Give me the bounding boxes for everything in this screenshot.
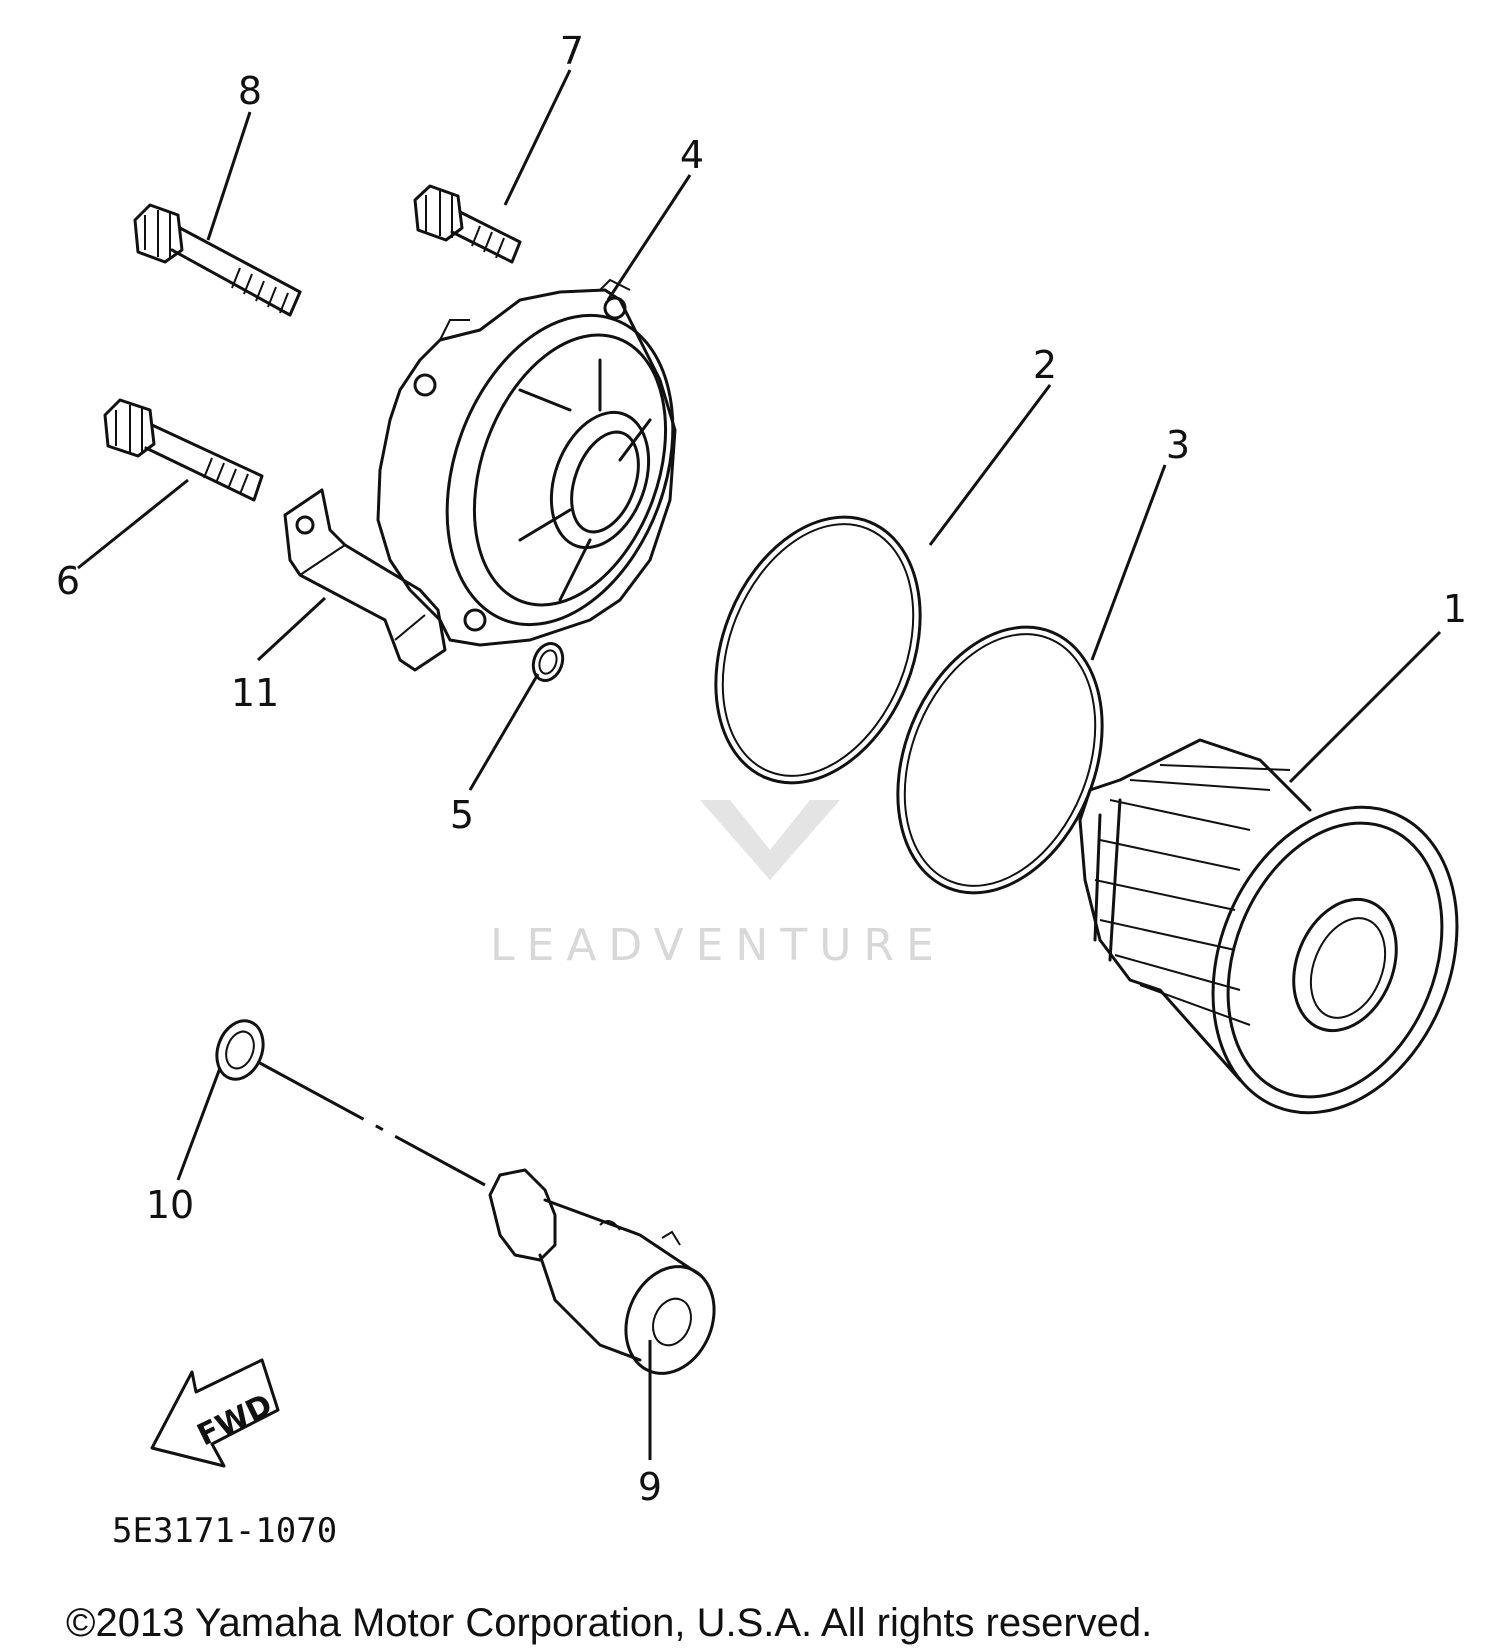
part-11-bracket [283,488,447,672]
part-2-o-ring [714,515,922,785]
callout-5: 5 [450,793,474,837]
leader-lines [77,69,1442,1460]
part-10-washer [215,1019,265,1081]
callout-3: 3 [1166,423,1190,467]
watermark: LEADVENTURE [490,800,946,971]
forward-arrow: FWD [150,1358,280,1468]
watermark-logo [700,800,840,880]
assembly-center-line [257,1060,486,1187]
part-9-relief-valve [488,1168,716,1375]
watermark-text: LEADVENTURE [490,920,946,971]
part-6-bolt [103,398,264,502]
callout-7: 7 [560,29,584,73]
callout-2: 2 [1033,343,1057,387]
copyright-notice: ©2013 Yamaha Motor Corporation, U.S.A. A… [66,1601,1152,1645]
fwd-label: FWD [192,1387,278,1453]
callout-1: 1 [1443,587,1467,631]
callout-8: 8 [238,69,262,113]
callout-10: 10 [146,1183,194,1227]
part-1-oil-filter [1078,738,1459,1115]
part-4-filter-cover [376,278,677,647]
diagram-code: 5E3171-1070 [112,1511,337,1551]
callout-9: 9 [638,1465,662,1509]
callout-4: 4 [680,133,704,177]
part-7-bolt [413,184,522,264]
part-8-bolt [133,203,302,317]
callout-labels: 1 2 3 4 5 6 7 8 9 10 11 [56,29,1467,1509]
part-5-small-o-ring [531,642,565,682]
callout-11: 11 [231,671,279,715]
callout-6: 6 [56,559,80,603]
